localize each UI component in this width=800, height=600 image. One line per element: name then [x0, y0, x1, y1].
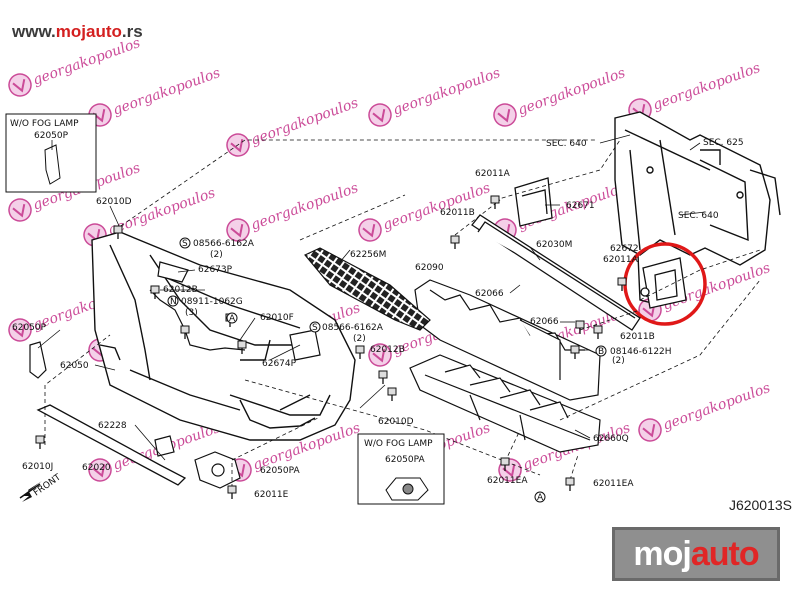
- label-62010F: 62010F: [260, 313, 294, 323]
- callout-lines: [37, 134, 706, 461]
- svg-text:georgakopoulos: georgakopoulos: [249, 95, 361, 149]
- label-62011EA-left: 62011EA: [487, 476, 528, 486]
- label-qty-08146: (2): [612, 356, 625, 366]
- label-62674P: 62674P: [262, 359, 297, 369]
- svg-text:georgakopoulos: georgakopoulos: [249, 180, 361, 234]
- diagram-code: J620013S: [728, 497, 792, 513]
- label-sec640-top: SEC. 640: [546, 139, 587, 149]
- svg-text:georgakopoulos: georgakopoulos: [106, 185, 218, 239]
- leader-lines: [44, 139, 761, 488]
- part-labels: 62010D 08566-6162A (2) 62673P 62012B 089…: [12, 138, 744, 500]
- svg-text:W/O FOG LAMP: W/O FOG LAMP: [10, 119, 79, 129]
- label-62012B-mid: 62012B: [370, 345, 405, 355]
- site-url: www.mojauto.rs: [12, 22, 143, 41]
- svg-text:georgakopoulos: georgakopoulos: [661, 380, 773, 434]
- label-qty-08911: (3): [185, 308, 198, 318]
- under-cover: [409, 354, 601, 453]
- lower-lip-trim: [36, 404, 187, 486]
- front-arrow: FRONT: [19, 472, 63, 502]
- label-sec640-right: SEC. 640: [678, 211, 719, 221]
- callout-s-marker-2: S: [309, 321, 321, 333]
- label-08146-6122H: 08146-6122H: [610, 347, 672, 357]
- side-bracket-62673P: [157, 261, 189, 283]
- callout-a-marker: A: [226, 312, 238, 324]
- label-62011B-top: 62011B: [440, 208, 475, 218]
- svg-text:B: B: [598, 347, 604, 357]
- svg-text:georgakopoulos: georgakopoulos: [516, 65, 628, 119]
- grille-mesh: [304, 247, 431, 331]
- svg-text:georgakopoulos: georgakopoulos: [391, 65, 503, 119]
- callout-s-marker: S: [179, 237, 191, 249]
- label-62671: 62671: [566, 201, 595, 211]
- label-qty-mid: (2): [353, 334, 366, 344]
- label-62010J: 62010J: [22, 462, 53, 472]
- label-62050: 62050: [60, 361, 89, 371]
- label-62020: 62020: [82, 463, 111, 473]
- svg-text:S: S: [312, 323, 318, 333]
- label-sec625: SEC. 625: [703, 138, 744, 148]
- svg-text:georgakopoulos: georgakopoulos: [651, 60, 763, 114]
- label-62256M: 62256M: [350, 250, 386, 260]
- reinforcement-beam: [471, 177, 641, 331]
- label-62010D-top: 62010D: [96, 197, 132, 207]
- callout-n-marker: N: [167, 295, 179, 307]
- label-62011B-right: 62011B: [620, 332, 655, 342]
- svg-text:N: N: [170, 297, 177, 307]
- svg-text:FRONT: FRONT: [32, 472, 63, 498]
- label-62228: 62228: [98, 421, 127, 431]
- label-08566-6162A-top: 08566-6162A: [193, 239, 255, 249]
- callout-b-marker: B: [595, 345, 607, 357]
- label-qty-top: (2): [210, 250, 223, 260]
- label-62066-left: 62066: [475, 289, 504, 299]
- label-62011A: 62011A: [475, 169, 511, 179]
- fog-lamp-cover-left: [194, 451, 241, 489]
- label-62030M: 62030M: [536, 240, 572, 250]
- label-08566-6162A-mid: 08566-6162A: [322, 323, 384, 333]
- box-wo-fog-lamp-left: W/O FOG LAMP 62050P: [5, 113, 97, 193]
- svg-text:A: A: [229, 314, 236, 324]
- radiator-core-support: [614, 111, 781, 306]
- label-08911-1062G: 08911-1062G: [181, 297, 243, 307]
- label-62011E: 62011E: [254, 490, 289, 500]
- bumper-bracket: [640, 257, 687, 309]
- label-62090: 62090: [415, 263, 444, 273]
- energy-absorber: [414, 279, 601, 401]
- label-62010D-mid: 62010D: [378, 417, 414, 427]
- svg-text:W/O FOG LAMP: W/O FOG LAMP: [364, 439, 433, 449]
- label-62673P: 62673P: [198, 265, 233, 275]
- label-62660Q: 62660Q: [593, 434, 629, 444]
- label-62011EA-right: 62011EA: [593, 479, 634, 489]
- callout-a-marker-2: A: [534, 491, 546, 503]
- label-62050P-left: 62050P: [12, 323, 47, 333]
- svg-text:62050PA: 62050PA: [385, 455, 425, 465]
- svg-text:georgakopoulos: georgakopoulos: [111, 65, 223, 119]
- svg-text:62050P: 62050P: [34, 131, 69, 141]
- label-62066-right: 62066: [530, 317, 559, 327]
- svg-text:S: S: [182, 239, 188, 249]
- label-62011A-right: 62011A: [603, 255, 639, 265]
- svg-text:A: A: [537, 493, 544, 503]
- box-wo-fog-lamp-bottom: W/O FOG LAMP 62050PA: [357, 433, 445, 505]
- label-62050PA: 62050PA: [260, 466, 300, 476]
- wire-harness: [149, 289, 246, 351]
- bumper-fascia: [91, 231, 356, 441]
- svg-text:georgakopoulos: georgakopoulos: [31, 35, 143, 89]
- fog-lamp-cover-side: [29, 341, 47, 379]
- small-bracket-62674P: [289, 329, 321, 361]
- label-62012B-left: 62012B: [163, 285, 198, 295]
- tow-hook-cover: [154, 435, 175, 457]
- label-62672: 62672: [610, 244, 639, 254]
